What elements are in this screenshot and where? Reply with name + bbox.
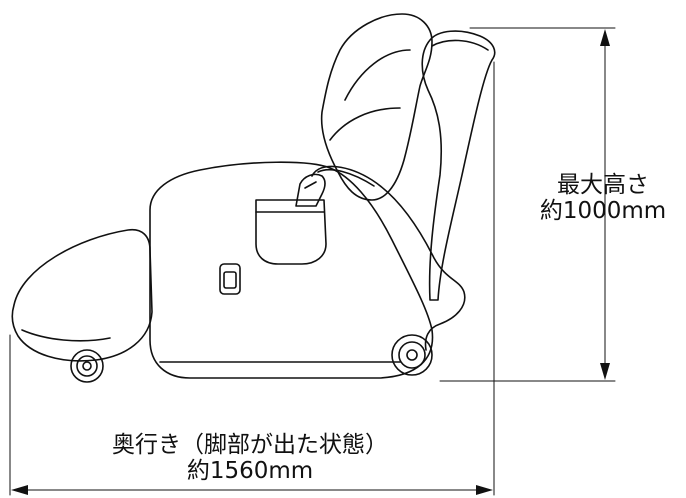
height-title: 最大高さ	[557, 172, 649, 198]
depth-dimension-label: 奥行き（脚部が出た状態） 約1560mm	[60, 432, 440, 484]
side-switch	[219, 263, 241, 295]
side-pocket	[255, 199, 327, 265]
leg-rest	[11, 228, 153, 362]
backrest-rear	[421, 30, 496, 301]
leg-rest-inner-line	[21, 329, 111, 342]
height-value: 約1000mm	[539, 198, 667, 224]
backrest-cushion-seam	[344, 49, 411, 101]
backrest-cushion-seam-2	[329, 107, 401, 141]
remote-screen	[304, 181, 317, 189]
front-wheel-inner	[76, 355, 98, 377]
depth-arrow-left	[11, 485, 28, 495]
side-switch-button	[223, 271, 237, 289]
height-dimension-label: 最大高さ 約1000mm	[520, 172, 686, 224]
remote-cord	[311, 165, 466, 351]
depth-arrow-right	[476, 485, 493, 495]
seat-body	[149, 161, 434, 379]
front-wheel-hub	[82, 361, 92, 371]
remote-cord-2	[317, 168, 375, 187]
backrest-rear-edge	[431, 39, 489, 51]
height-arrow-top	[600, 29, 610, 46]
depth-value: 約1560mm	[186, 458, 314, 484]
rear-wheel-hub	[406, 349, 418, 361]
front-wheel-outer	[70, 349, 104, 383]
height-arrow-bottom	[600, 363, 610, 380]
depth-title: 奥行き（脚部が出た状態）	[112, 432, 388, 458]
remote-controller	[295, 173, 326, 207]
rear-wheel-inner	[398, 341, 426, 369]
backrest-cushion	[320, 13, 433, 201]
rear-wheel-outer	[391, 334, 433, 376]
